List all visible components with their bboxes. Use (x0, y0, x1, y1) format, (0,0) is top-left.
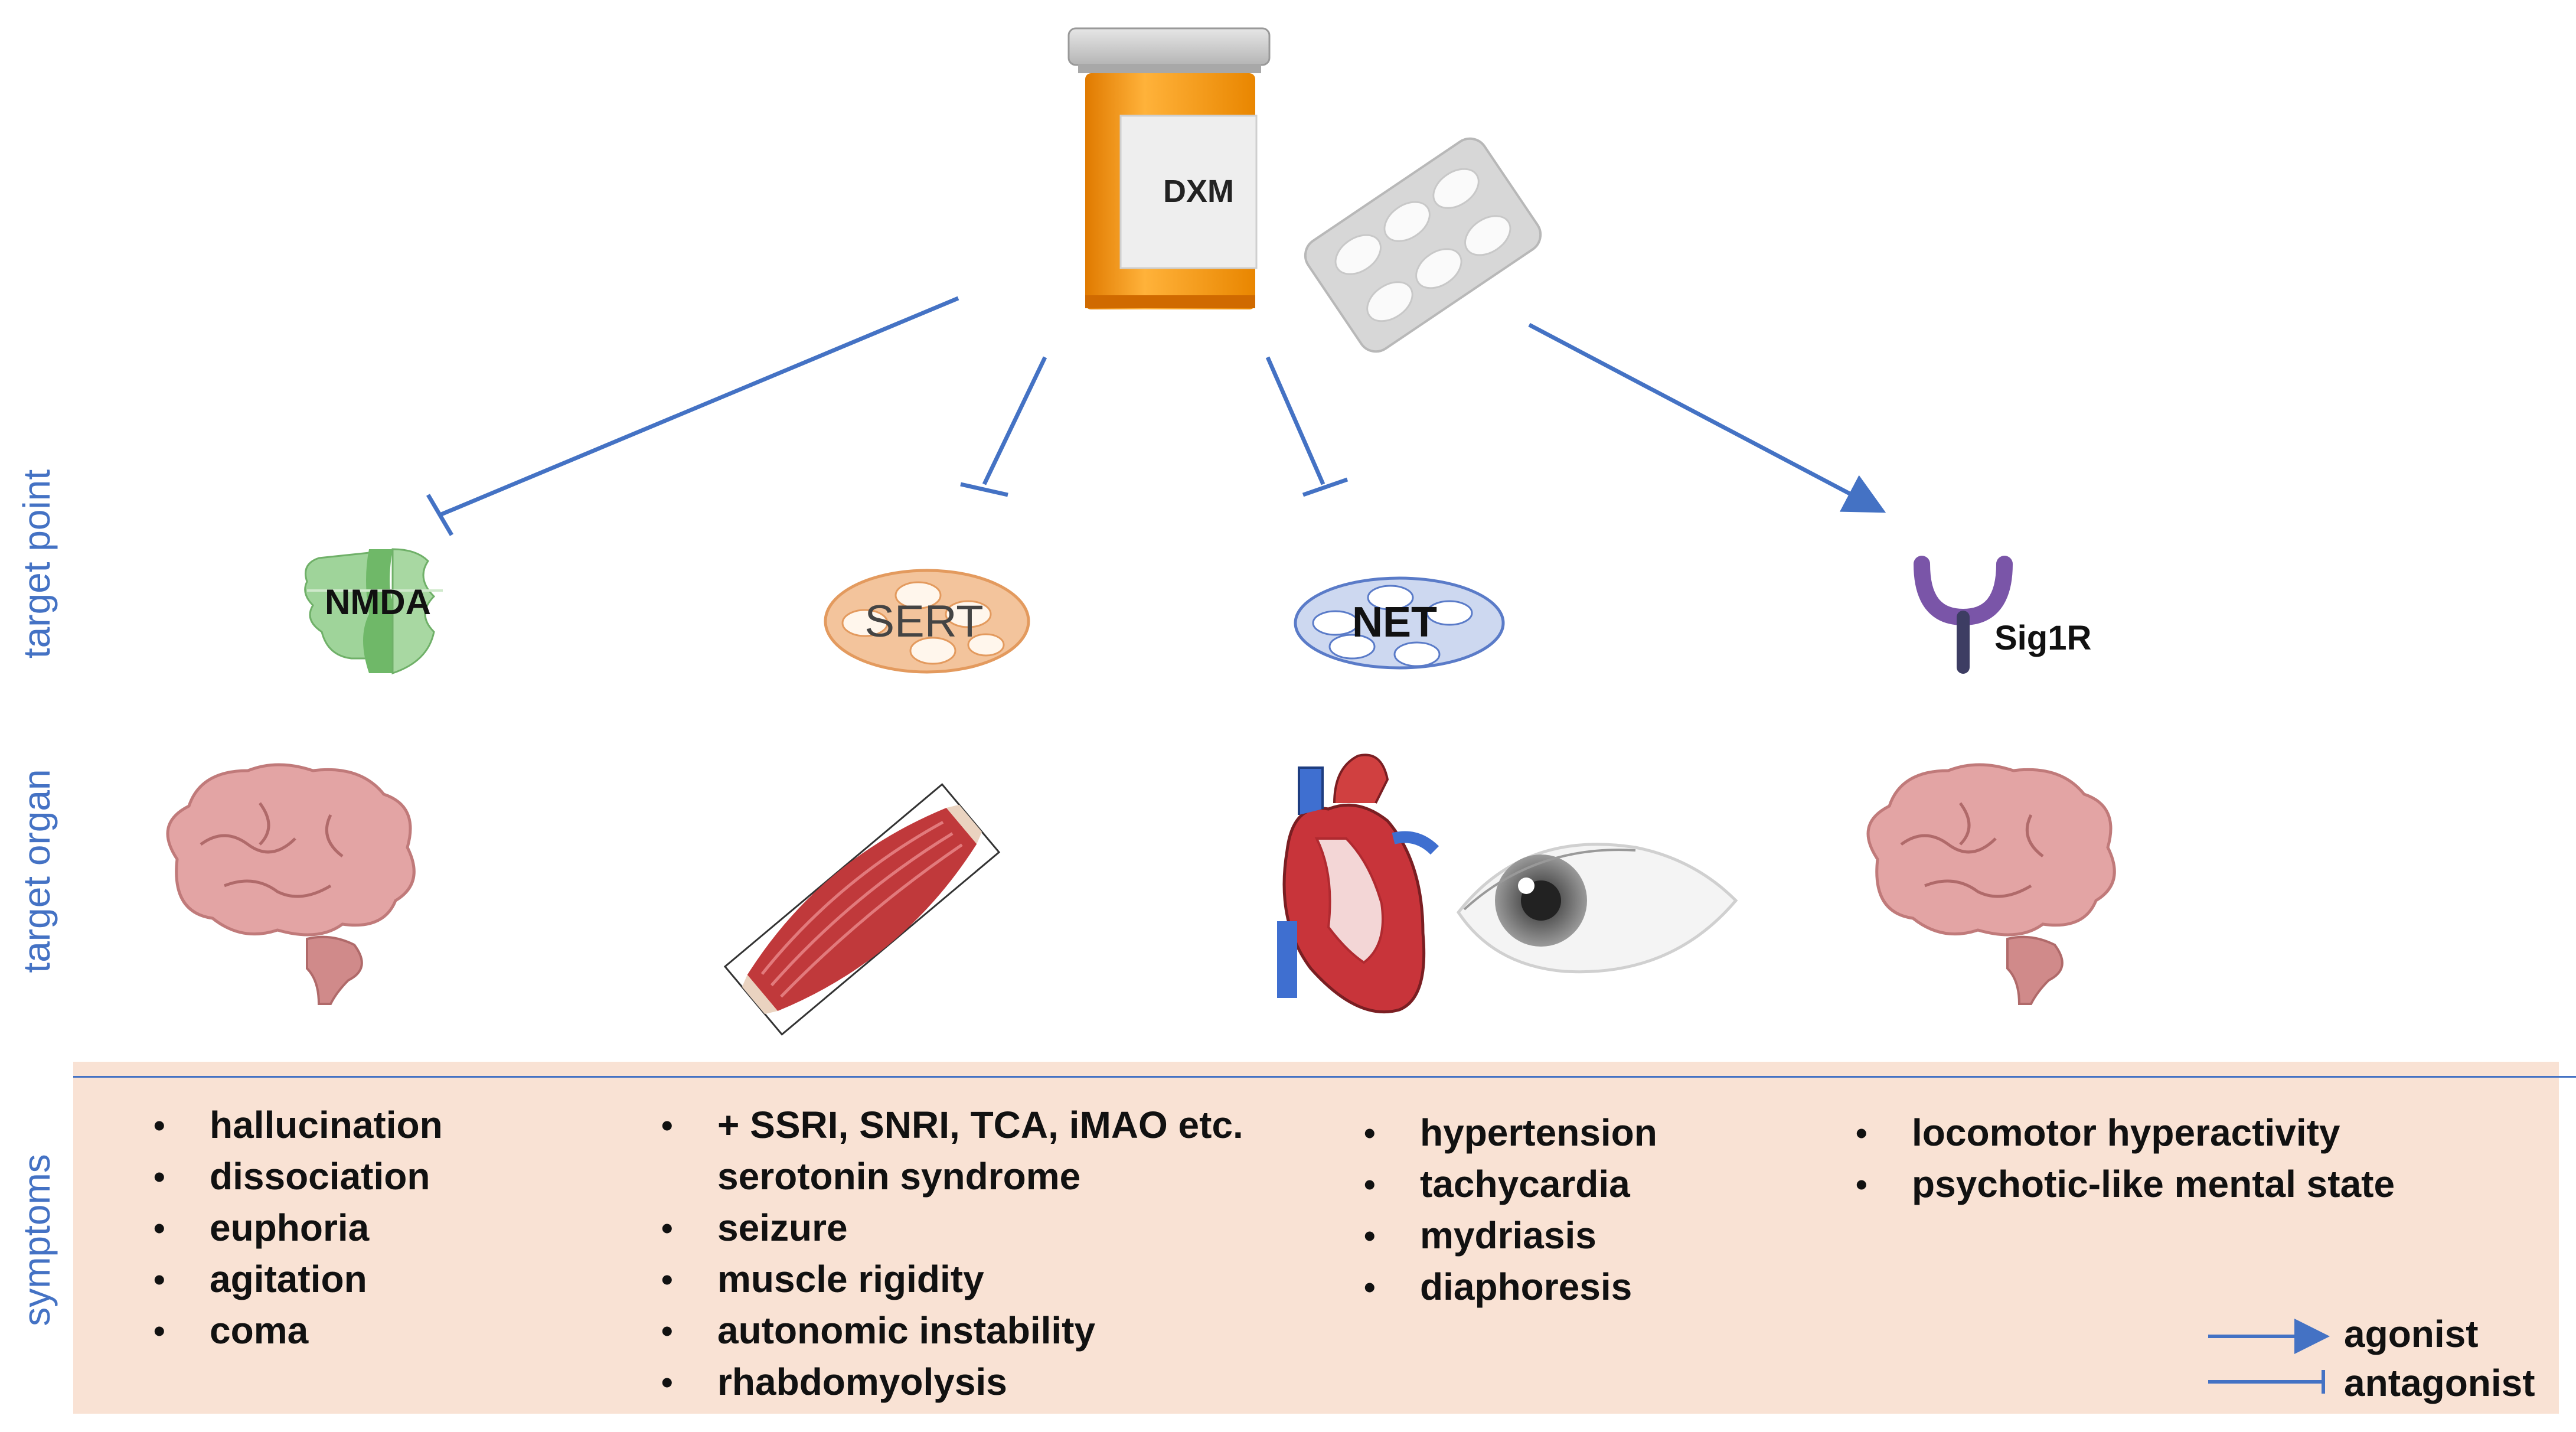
bullet: • (1856, 1166, 1867, 1203)
symptom-text: agitation (210, 1258, 367, 1300)
symptom-text: rhabdomyolysis (717, 1361, 1007, 1403)
symptom-text: euphoria (210, 1206, 370, 1249)
bullet: • (1364, 1166, 1376, 1203)
pill-bottle-icon: DXM (1067, 27, 1271, 309)
nmda-label: NMDA (325, 582, 431, 622)
list-item: • mydriasis (1364, 1210, 1657, 1261)
symptom-text: hypertension (1420, 1111, 1657, 1154)
bullet: • (1364, 1217, 1376, 1254)
list-item: • hypertension (1364, 1107, 1657, 1159)
symptom-text: serotonin syndrome (717, 1155, 1081, 1198)
list-item: • agitation (154, 1254, 443, 1305)
brain-icon-sig1r (1866, 763, 2116, 1005)
brain-icon-nmda (166, 763, 416, 1005)
net-transporter-icon: NET (1294, 576, 1505, 670)
list-item: • hallucination (154, 1100, 443, 1151)
symptom-text: hallucination (210, 1104, 443, 1146)
list-item: • rhabdomyolysis (661, 1356, 1243, 1408)
symptom-text: psychotic-like mental state (1912, 1163, 2395, 1205)
sert-transporter-icon: SERT (824, 569, 1030, 674)
symptom-text: dissociation (210, 1155, 430, 1198)
bullet: • (1856, 1114, 1867, 1152)
symptom-text: mydriasis (1420, 1214, 1596, 1257)
agonist-arrow-sig1r (1528, 322, 1886, 513)
bullet: • (661, 1261, 673, 1298)
antagonist-line-net (1265, 356, 1325, 485)
list-item: serotonin syndrome (717, 1151, 1243, 1202)
eye-icon (1456, 843, 1738, 974)
legend-symbols (2208, 1319, 2330, 1394)
list-item: • psychotic-like mental state (1856, 1159, 2395, 1210)
symptom-text: + SSRI, SNRI, TCA, iMAO etc. (717, 1104, 1243, 1146)
symptom-list-sert: • + SSRI, SNRI, TCA, iMAO etc. serotonin … (661, 1100, 1243, 1408)
side-label-target-organ: target organ (15, 769, 58, 973)
bullet: • (661, 1107, 673, 1144)
list-item: • dissociation (154, 1151, 443, 1202)
bullet: • (154, 1158, 165, 1195)
bullet: • (661, 1312, 673, 1349)
bullet: • (154, 1107, 165, 1144)
symptoms-panel (73, 1062, 2559, 1414)
bullet: • (154, 1312, 165, 1349)
legend-antagonist-label: antagonist (2344, 1362, 2535, 1404)
list-item: • locomotor hyperactivity (1856, 1107, 2395, 1159)
bullet: • (1364, 1114, 1376, 1152)
list-item: • tachycardia (1364, 1159, 1657, 1210)
list-item: • + SSRI, SNRI, TCA, iMAO etc. (661, 1100, 1243, 1151)
net-label: NET (1352, 599, 1437, 646)
symptom-text: tachycardia (1420, 1163, 1630, 1205)
antagonist-line-nmda (439, 296, 959, 517)
symptom-text: seizure (717, 1206, 848, 1249)
bullet: • (154, 1209, 165, 1247)
blister-pack-icon (1304, 137, 1542, 353)
side-label-symptoms: symptoms (15, 1154, 58, 1326)
nmda-receptor-icon: NMDA (304, 548, 443, 675)
symptom-list-net: • hypertension • tachycardia • mydriasis • d… (1364, 1107, 1657, 1313)
sig1r-receptor-icon: Sig1R (1914, 556, 2091, 674)
side-label-target-point: target point (15, 469, 58, 659)
symptom-text: diaphoresis (1420, 1265, 1633, 1308)
drug-label: DXM (1163, 174, 1234, 209)
symptom-text: locomotor hyperactivity (1912, 1111, 2340, 1154)
list-item: • diaphoresis (1364, 1261, 1657, 1313)
antagonist-bar-nmda (426, 494, 454, 536)
heart-icon (1277, 753, 1439, 1014)
muscle-icon (723, 783, 1001, 1036)
list-item: • seizure (661, 1202, 1243, 1254)
antagonist-bar-sert (960, 482, 1008, 497)
list-item: • autonomic instability (661, 1305, 1243, 1356)
bullet: • (1364, 1268, 1376, 1306)
symptom-text: muscle rigidity (717, 1258, 984, 1300)
symptom-text: autonomic instability (717, 1309, 1096, 1352)
bullet: • (154, 1261, 165, 1298)
symptoms-divider-line (73, 1076, 2576, 1078)
bullet: • (661, 1364, 673, 1401)
symptom-list-sig1r: • locomotor hyperactivity • psychotic-like… (1856, 1107, 2395, 1210)
list-item: • muscle rigidity (661, 1254, 1243, 1305)
list-item: • coma (154, 1305, 443, 1356)
antagonist-line-sert (982, 356, 1047, 485)
sig1r-label: Sig1R (1994, 619, 2091, 657)
list-item: • euphoria (154, 1202, 443, 1254)
symptom-list-nmda: • hallucination • dissociation • euphoria •… (154, 1100, 443, 1356)
symptom-text: coma (210, 1309, 309, 1352)
legend-agonist-label: agonist (2344, 1313, 2479, 1355)
antagonist-bar-net (1302, 477, 1349, 497)
sert-label: SERT (864, 596, 983, 647)
bullet: • (661, 1209, 673, 1247)
